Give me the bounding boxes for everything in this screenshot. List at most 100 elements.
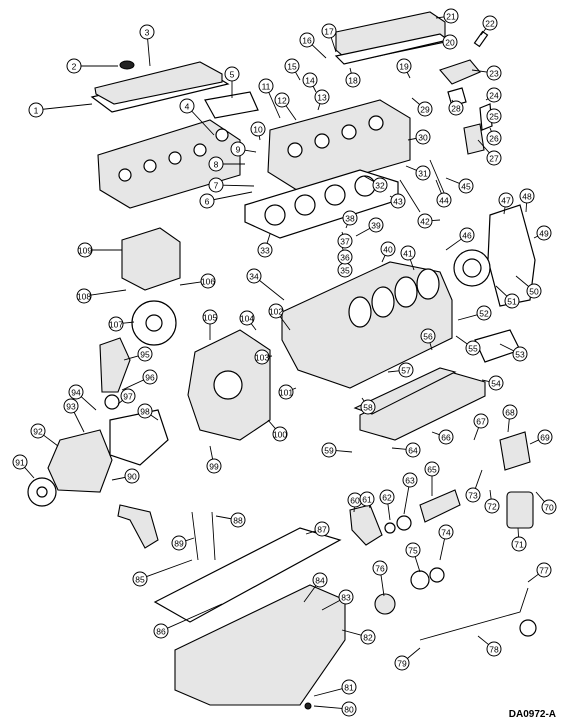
callout-number-84: 84 bbox=[315, 576, 325, 586]
leader-line-107 bbox=[122, 321, 135, 324]
callout-bubble-91 bbox=[12, 454, 28, 470]
callout-8: 8 bbox=[208, 156, 245, 172]
leader-line-94 bbox=[80, 396, 97, 411]
callout-number-38: 38 bbox=[345, 214, 355, 224]
callout-99: 99 bbox=[206, 445, 222, 474]
callout-bubble-12 bbox=[274, 92, 290, 108]
leader-line-52 bbox=[457, 314, 478, 321]
callout-4: 4 bbox=[179, 98, 215, 136]
callout-bubble-1 bbox=[28, 102, 44, 118]
callout-bubble-70 bbox=[541, 499, 557, 515]
callout-81: 81 bbox=[313, 679, 357, 697]
callout-83: 83 bbox=[321, 589, 354, 611]
callout-bubble-66 bbox=[438, 429, 454, 445]
callout-76: 76 bbox=[372, 560, 388, 597]
callout-number-76: 76 bbox=[375, 564, 385, 574]
callout-85: 85 bbox=[132, 559, 193, 587]
callout-number-52: 52 bbox=[479, 309, 489, 319]
callout-40: 40 bbox=[380, 241, 396, 263]
callout-number-72: 72 bbox=[487, 502, 497, 512]
callout-number-64: 64 bbox=[408, 446, 418, 456]
leader-line-59 bbox=[335, 450, 353, 453]
callout-number-7: 7 bbox=[214, 181, 219, 191]
callout-46: 46 bbox=[445, 227, 475, 251]
leader-line-44 bbox=[435, 179, 442, 194]
callout-number-91: 91 bbox=[15, 458, 25, 468]
leader-line-51 bbox=[495, 285, 508, 297]
leader-line-29 bbox=[411, 97, 420, 105]
callout-bubble-82 bbox=[360, 629, 376, 645]
dipstick-tube bbox=[191, 511, 199, 561]
callout-number-11: 11 bbox=[262, 82, 271, 92]
leader-line-47 bbox=[503, 206, 506, 215]
callout-32: 32 bbox=[363, 175, 388, 193]
leader-line-41 bbox=[409, 259, 415, 271]
leader-line-76 bbox=[380, 574, 385, 597]
leader-line-11 bbox=[268, 92, 281, 119]
leader-line-91 bbox=[24, 466, 35, 479]
callout-bubble-85 bbox=[132, 571, 148, 587]
callout-number-36: 36 bbox=[340, 253, 350, 263]
callout-number-25: 25 bbox=[489, 112, 499, 122]
callout-number-56: 56 bbox=[423, 332, 433, 342]
callout-bubble-43 bbox=[390, 193, 406, 209]
callout-number-4: 4 bbox=[185, 102, 190, 112]
callout-49: 49 bbox=[533, 225, 552, 241]
callout-number-54: 54 bbox=[491, 379, 501, 389]
oil-drain-plug bbox=[304, 702, 312, 710]
leader-line-32 bbox=[363, 175, 375, 182]
callout-bubble-73 bbox=[465, 487, 481, 503]
callout-51: 51 bbox=[495, 285, 520, 309]
callout-bubble-92 bbox=[30, 423, 46, 439]
callout-number-106: 106 bbox=[201, 277, 215, 287]
leader-line-72 bbox=[489, 489, 492, 500]
callout-bubble-77 bbox=[536, 562, 552, 578]
callout-number-102: 102 bbox=[269, 307, 283, 317]
callout-number-70: 70 bbox=[544, 503, 554, 513]
leader-line-33 bbox=[266, 233, 271, 244]
callout-78: 78 bbox=[477, 635, 502, 657]
callout-number-85: 85 bbox=[135, 575, 145, 585]
callout-number-101: 101 bbox=[279, 388, 293, 398]
callout-bubble-61 bbox=[359, 491, 375, 507]
callout-number-108: 108 bbox=[77, 292, 91, 302]
callout-18: 18 bbox=[345, 67, 361, 88]
callout-bubble-44 bbox=[436, 192, 452, 208]
leader-line-90 bbox=[111, 476, 126, 481]
valve-cover-left bbox=[94, 61, 223, 105]
callout-96: 96 bbox=[121, 369, 158, 391]
callout-94: 94 bbox=[68, 384, 97, 411]
callout-bubble-84 bbox=[312, 572, 328, 588]
callout-79: 79 bbox=[394, 647, 421, 671]
callout-bubble-94 bbox=[68, 384, 84, 400]
glow-plug bbox=[473, 30, 489, 48]
callout-80: 80 bbox=[313, 701, 357, 717]
callout-bubble-32 bbox=[372, 177, 388, 193]
leader-line-12 bbox=[285, 105, 297, 121]
oil-pump bbox=[374, 593, 396, 615]
callout-bubble-100 bbox=[272, 426, 288, 442]
leader-line-95 bbox=[123, 355, 139, 361]
callout-91: 91 bbox=[12, 454, 35, 479]
leader-line-57 bbox=[387, 370, 400, 373]
callout-number-99: 99 bbox=[209, 462, 219, 472]
callout-bubble-108 bbox=[76, 288, 92, 304]
callout-16: 16 bbox=[299, 32, 327, 59]
callout-bubble-30 bbox=[415, 129, 431, 145]
callout-number-75: 75 bbox=[408, 546, 418, 556]
callout-20: 20 bbox=[442, 34, 458, 50]
callout-44: 44 bbox=[435, 179, 452, 208]
callout-75: 75 bbox=[405, 542, 421, 573]
callout-bubble-102 bbox=[268, 303, 284, 319]
cylinder-head-left bbox=[97, 119, 241, 209]
callout-number-109: 109 bbox=[78, 246, 92, 256]
leader-line-49 bbox=[533, 235, 538, 239]
callout-19: 19 bbox=[396, 58, 412, 79]
callout-number-39: 39 bbox=[371, 221, 381, 231]
callout-105: 105 bbox=[202, 309, 218, 340]
callout-bubble-7 bbox=[208, 177, 224, 193]
callout-number-57: 57 bbox=[401, 366, 411, 376]
oil-cooler bbox=[419, 489, 461, 523]
callout-62: 62 bbox=[379, 489, 395, 521]
callout-63: 63 bbox=[402, 472, 418, 515]
